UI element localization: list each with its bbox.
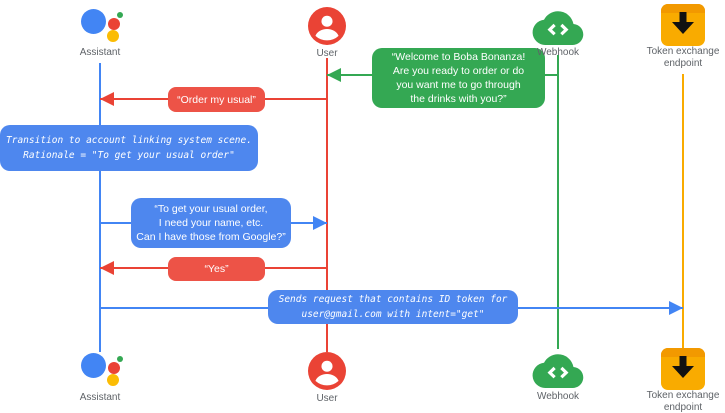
assistant-label-top: Assistant xyxy=(79,47,121,58)
token-endpoint-label-top: Token exchange endpoint xyxy=(646,46,720,69)
assistant-lifeline xyxy=(99,63,101,352)
user-label-top: User xyxy=(316,48,338,59)
yes-arrowhead-icon xyxy=(100,261,114,275)
send-request-note: Sends request that contains ID token for… xyxy=(268,290,518,324)
order-message-bubble: “Order my usual” xyxy=(168,87,265,112)
google-assistant-icon xyxy=(81,9,125,49)
assistant-yellow-circle xyxy=(107,374,119,386)
google-assistant-icon-bottom xyxy=(81,353,125,393)
token-exchange-icon xyxy=(661,4,705,51)
webhook-label-bottom: Webhook xyxy=(536,391,580,402)
usual-order-message-bubble: “To get your usual order, I need your na… xyxy=(131,198,291,248)
user-icon xyxy=(308,7,346,50)
welcome-message-bubble: “Welcome to Boba Bonanza! Are you ready … xyxy=(372,48,545,108)
yes-message-bubble: “Yes” xyxy=(168,257,265,281)
assistant-label-bottom: Assistant xyxy=(79,392,121,403)
assistant-red-circle xyxy=(108,18,120,30)
webhook-cloud-icon-bottom xyxy=(530,349,586,394)
order-arrowhead-icon xyxy=(100,92,114,106)
welcome-arrowhead-icon xyxy=(327,68,341,82)
token-exchange-icon-bottom xyxy=(661,348,705,395)
usual-order-arrowhead-icon xyxy=(313,216,327,230)
token-endpoint-label-bottom: Token exchange endpoint xyxy=(646,390,720,413)
user-label-bottom: User xyxy=(316,393,338,404)
webhook-label-top: Webhook xyxy=(536,47,580,58)
assistant-blue-circle xyxy=(81,9,106,34)
token-endpoint-lifeline xyxy=(682,74,684,348)
assistant-yellow-circle xyxy=(107,30,119,42)
assistant-red-circle xyxy=(108,362,120,374)
webhook-cloud-icon xyxy=(530,6,586,51)
user-lifeline xyxy=(326,58,328,352)
send-request-arrowhead-icon xyxy=(669,301,683,315)
assistant-green-dot xyxy=(117,12,123,18)
user-icon-bottom xyxy=(308,352,346,395)
assistant-blue-circle xyxy=(81,353,106,378)
webhook-lifeline xyxy=(557,55,559,349)
transition-note: Transition to account linking system sce… xyxy=(0,125,258,171)
assistant-green-dot xyxy=(117,356,123,362)
